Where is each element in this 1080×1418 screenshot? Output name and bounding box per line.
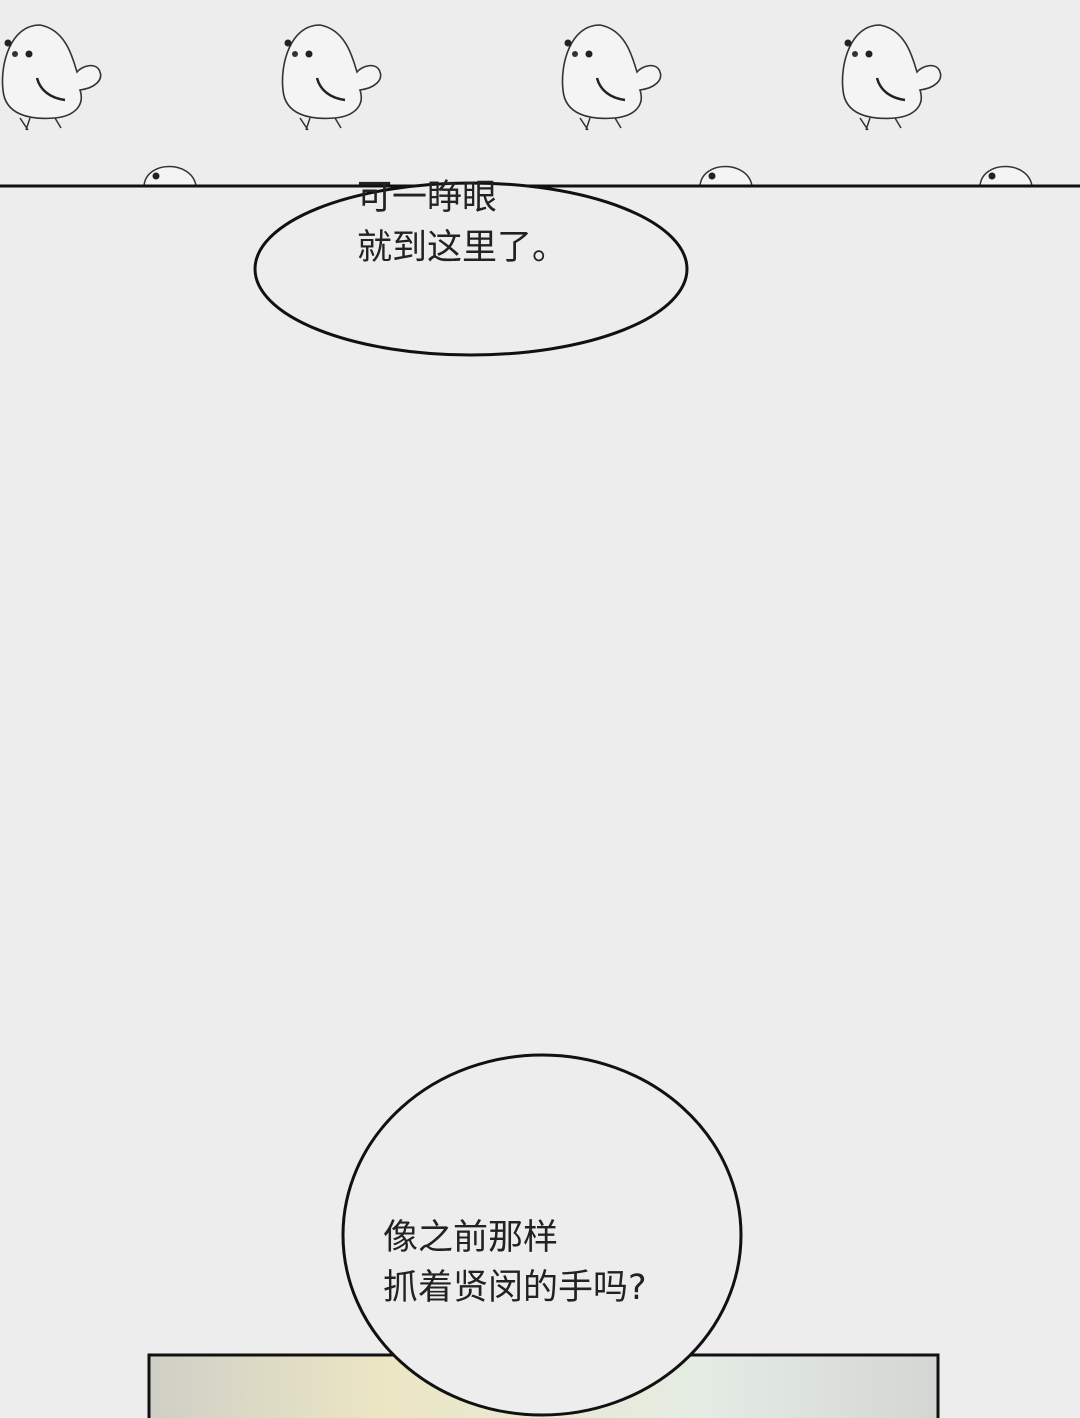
dialogue-line: 抓着贤闵的手吗?: [383, 1268, 647, 1308]
peeking-bird: [979, 165, 1033, 187]
bird-illustration: [281, 23, 382, 132]
bird-pattern: [1, 23, 1033, 187]
bird-illustration: [1, 23, 102, 132]
peeking-bird: [699, 165, 753, 187]
peeking-bird: [143, 165, 197, 187]
bird-illustration: [841, 23, 942, 132]
speech-bubble-1: [253, 181, 689, 357]
speech-bubble-2-text: 像之前那样 抓着贤闵的手吗?: [383, 1213, 647, 1313]
dialogue-line: 可一睁眼: [357, 178, 498, 218]
speech-bubble-2: [341, 1053, 743, 1417]
dialogue-line: 像之前那样: [383, 1218, 559, 1258]
speech-bubble-1-text: 可一睁眼 就到这里了。: [357, 173, 567, 273]
dialogue-line: 就到这里了。: [357, 228, 568, 268]
bird-illustration: [561, 23, 662, 132]
